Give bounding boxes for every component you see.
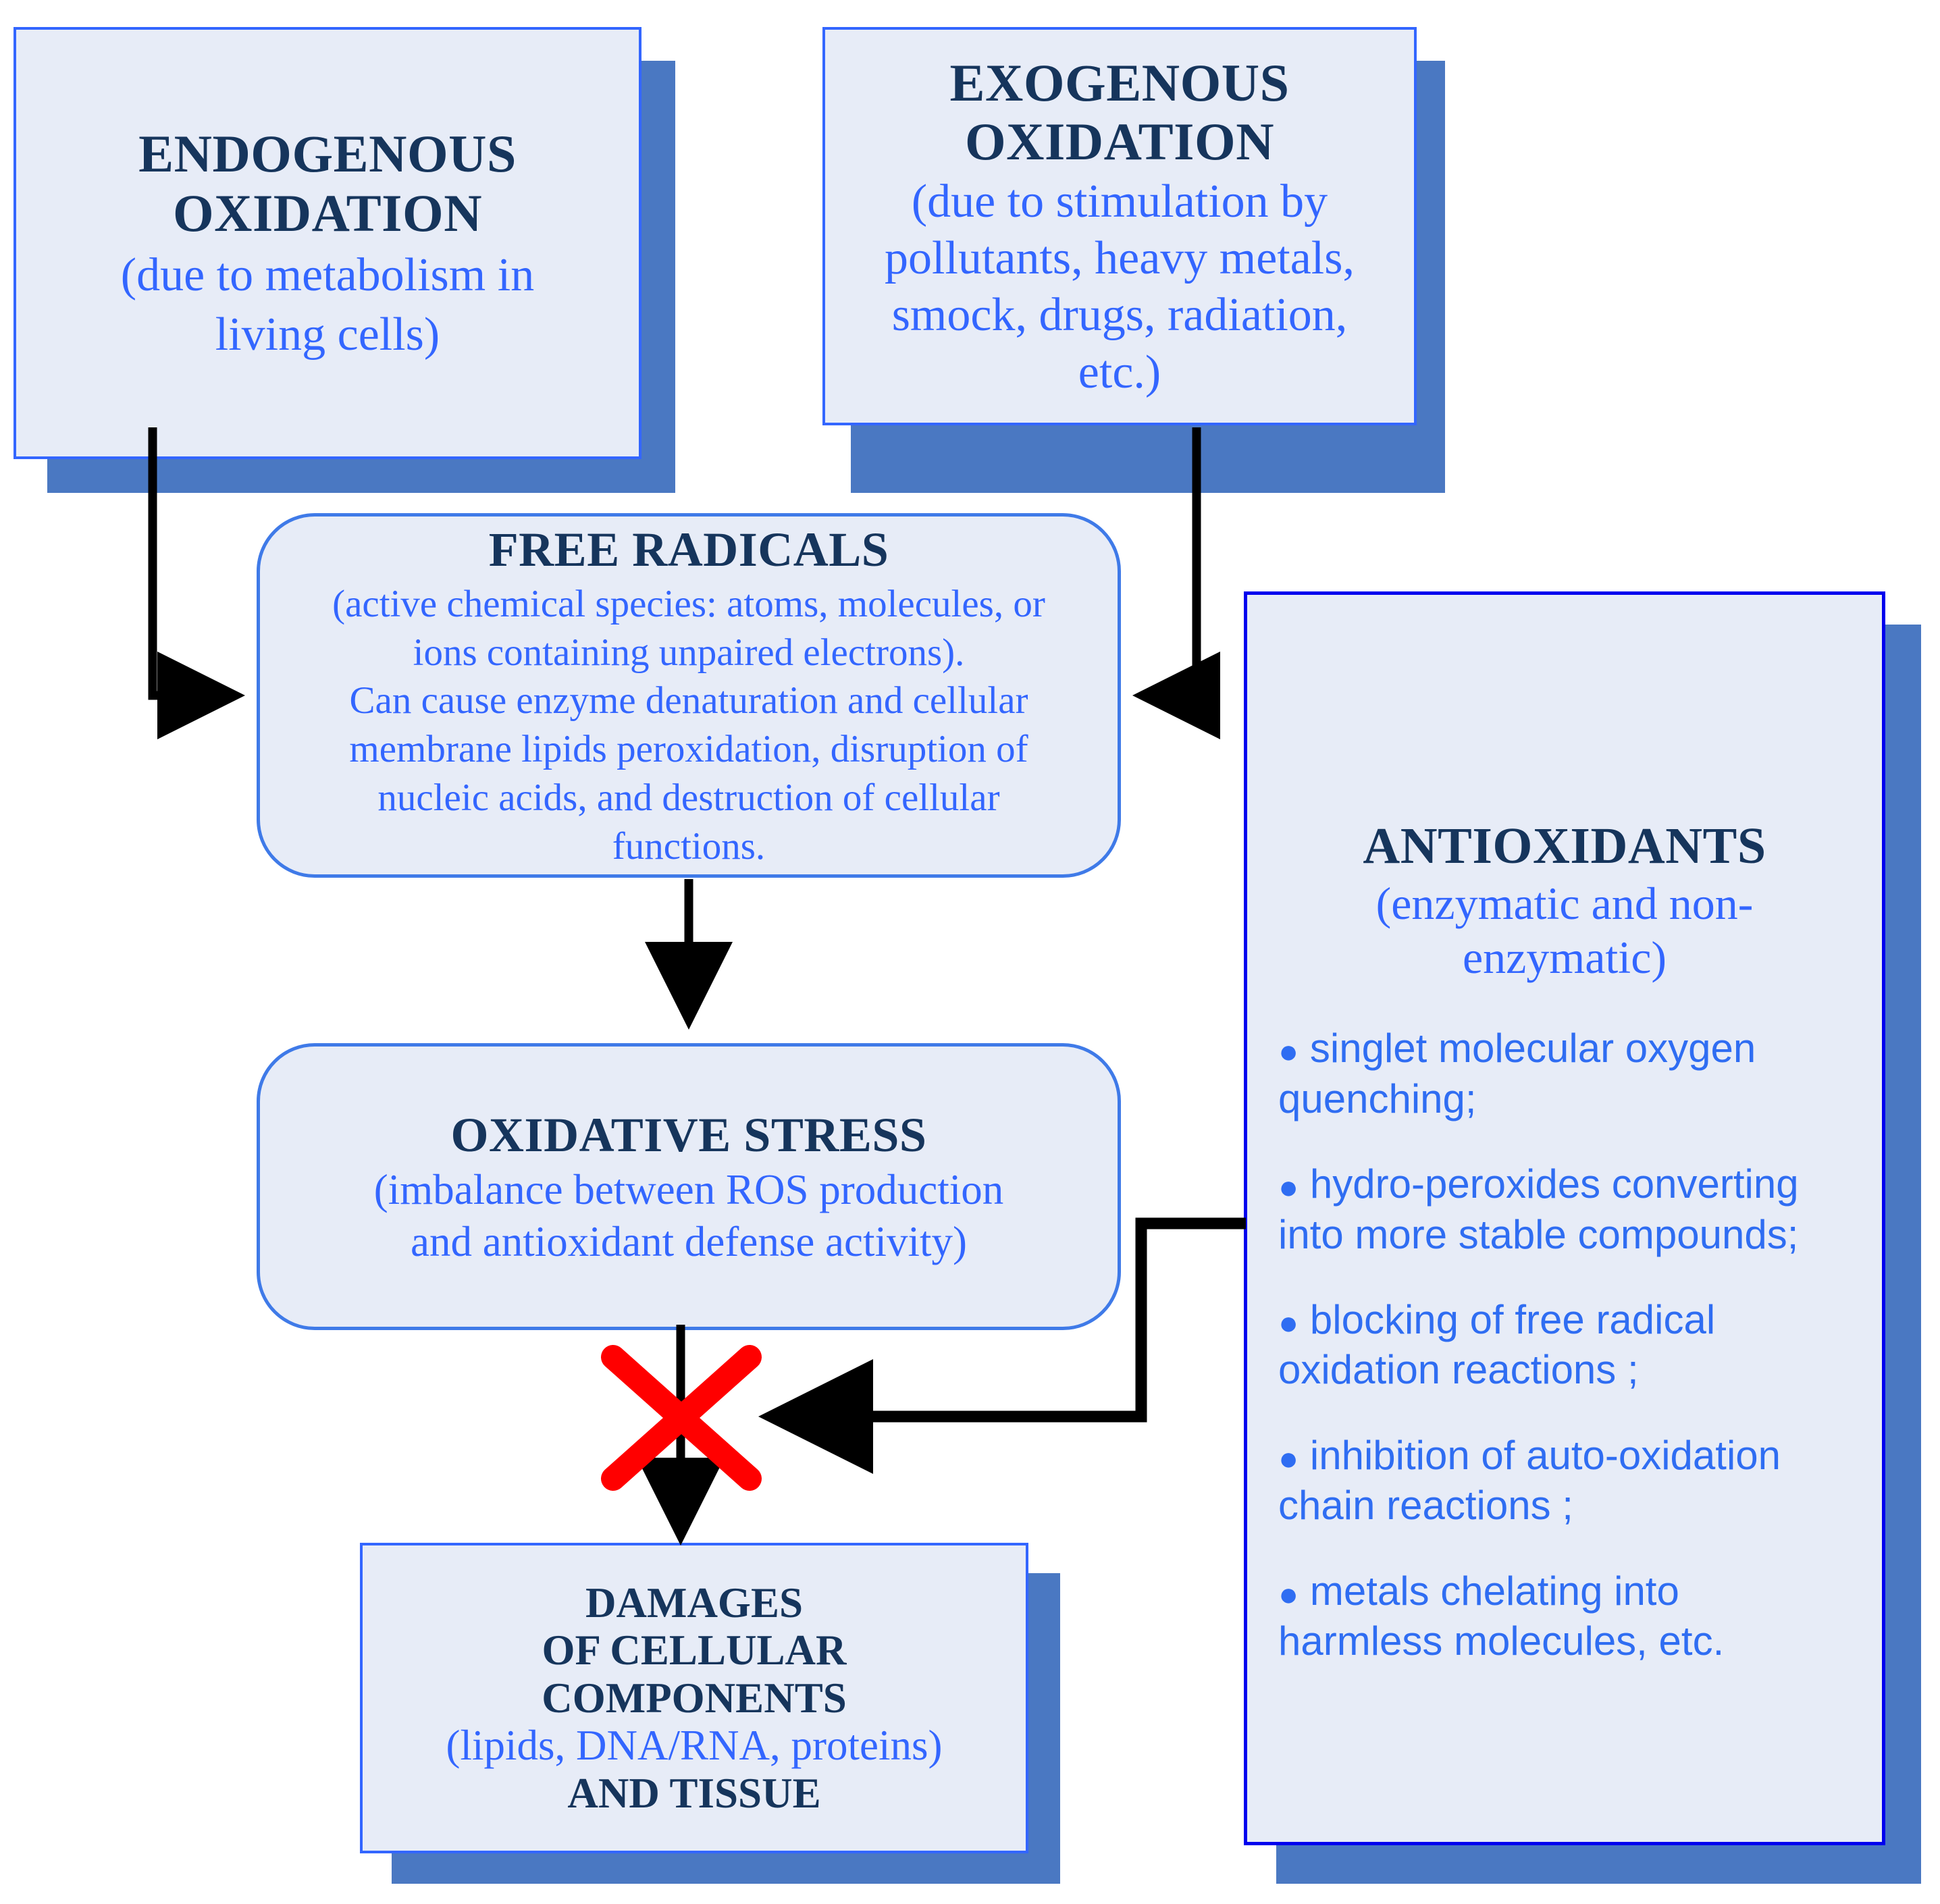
exogenous-sub-line4: etc.)	[1078, 346, 1161, 398]
oxidative-stress-box[interactable]: OXIDATIVE STRESS (imbalance between ROS …	[257, 1043, 1121, 1330]
oxidative-stress-sub-line1: (imbalance between ROS production	[373, 1166, 1004, 1214]
list-item: ● blocking of free radical oxidation rea…	[1278, 1295, 1851, 1396]
free-radicals-sub-line5: nucleic acids, and destruction of cellul…	[377, 776, 1000, 820]
list-item: ● metals chelating into harmless molecul…	[1278, 1566, 1851, 1667]
free-radicals-sub-line3: Can cause enzyme denaturation and cellul…	[349, 679, 1028, 722]
antioxidants-title: ANTIOXIDANTS	[1363, 818, 1766, 874]
free-radicals-box[interactable]: FREE RADICALS (active chemical species: …	[257, 513, 1121, 878]
free-radicals-sub-line4: membrane lipids peroxidation, disruption…	[349, 728, 1028, 771]
bullet-dot-icon: ●	[1278, 1575, 1299, 1613]
exogenous-title-line1: EXOGENOUS	[949, 53, 1290, 112]
damages-sub-line1: (lipids, DNA/RNA, proteins)	[446, 1722, 943, 1770]
list-item-label: blocking of free radical oxidation react…	[1278, 1296, 1716, 1393]
bullet-dot-icon: ●	[1278, 1439, 1299, 1477]
exogenous-title-line2: OXIDATION	[964, 112, 1275, 171]
antioxidants-sub-line1: (enzymatic and non-	[1375, 878, 1754, 930]
antioxidants-bullet-list: ● singlet molecular oxygen quenching; ● …	[1247, 983, 1882, 1666]
antioxidants-box[interactable]: ANTIOXIDANTS (enzymatic and non- enzymat…	[1244, 591, 1885, 1845]
list-item: ● inhibition of auto-oxidation chain rea…	[1278, 1431, 1851, 1531]
damages-title-line1: DAMAGES	[585, 1579, 803, 1627]
free-radicals-sub-line1: (active chemical species: atoms, molecul…	[332, 582, 1045, 625]
free-radicals-sub-line6: functions.	[612, 824, 766, 868]
free-radicals-sub-line2: ions containing unpaired electrons).	[413, 631, 965, 674]
exogenous-sub-line1: (due to stimulation by	[911, 175, 1328, 228]
endogenous-title-line2: OXIDATION	[172, 183, 483, 242]
antioxidants-sub-line2: enzymatic)	[1462, 932, 1667, 984]
bullet-dot-icon: ●	[1278, 1304, 1299, 1342]
exogenous-oxidation-box[interactable]: EXOGENOUS OXIDATION (due to stimulation …	[822, 27, 1417, 425]
endogenous-sub-line1: (due to metabolism in	[120, 248, 535, 301]
endogenous-title-line1: ENDOGENOUS	[138, 124, 517, 184]
list-item: ● singlet molecular oxygen quenching;	[1278, 1024, 1851, 1124]
endogenous-oxidation-box[interactable]: ENDOGENOUS OXIDATION (due to metabolism …	[14, 27, 641, 459]
list-item-label: metals chelating into harmless molecules…	[1278, 1568, 1725, 1664]
damages-title-line3: COMPONENTS	[542, 1674, 847, 1722]
damages-title-line2: OF CELLULAR	[542, 1627, 847, 1674]
oxidative-stress-title: OXIDATIVE STRESS	[450, 1107, 927, 1162]
exogenous-sub-line2: pollutants, heavy metals,	[885, 232, 1355, 284]
antioxidants-header: ANTIOXIDANTS (enzymatic and non- enzymat…	[1247, 595, 1882, 983]
damages-box[interactable]: DAMAGES OF CELLULAR COMPONENTS (lipids, …	[360, 1543, 1028, 1853]
endogenous-sub-line2: living cells)	[215, 309, 440, 361]
exogenous-sub-line3: smock, drugs, radiation,	[891, 289, 1348, 342]
bullet-dot-icon: ●	[1278, 1168, 1299, 1207]
list-item-label: hydro-peroxides converting into more sta…	[1278, 1161, 1799, 1257]
list-item: ● hydro-peroxides converting into more s…	[1278, 1159, 1851, 1260]
bullet-dot-icon: ●	[1278, 1032, 1299, 1071]
free-radicals-title: FREE RADICALS	[488, 523, 889, 577]
list-item-label: inhibition of auto-oxidation chain react…	[1278, 1432, 1781, 1529]
damages-title-line4: AND TISSUE	[567, 1769, 821, 1817]
list-item-label: singlet molecular oxygen quenching;	[1278, 1026, 1756, 1121]
blocking-cross-icon	[601, 1345, 762, 1491]
oxidative-stress-sub-line2: and antioxidant defense activity)	[411, 1217, 967, 1265]
